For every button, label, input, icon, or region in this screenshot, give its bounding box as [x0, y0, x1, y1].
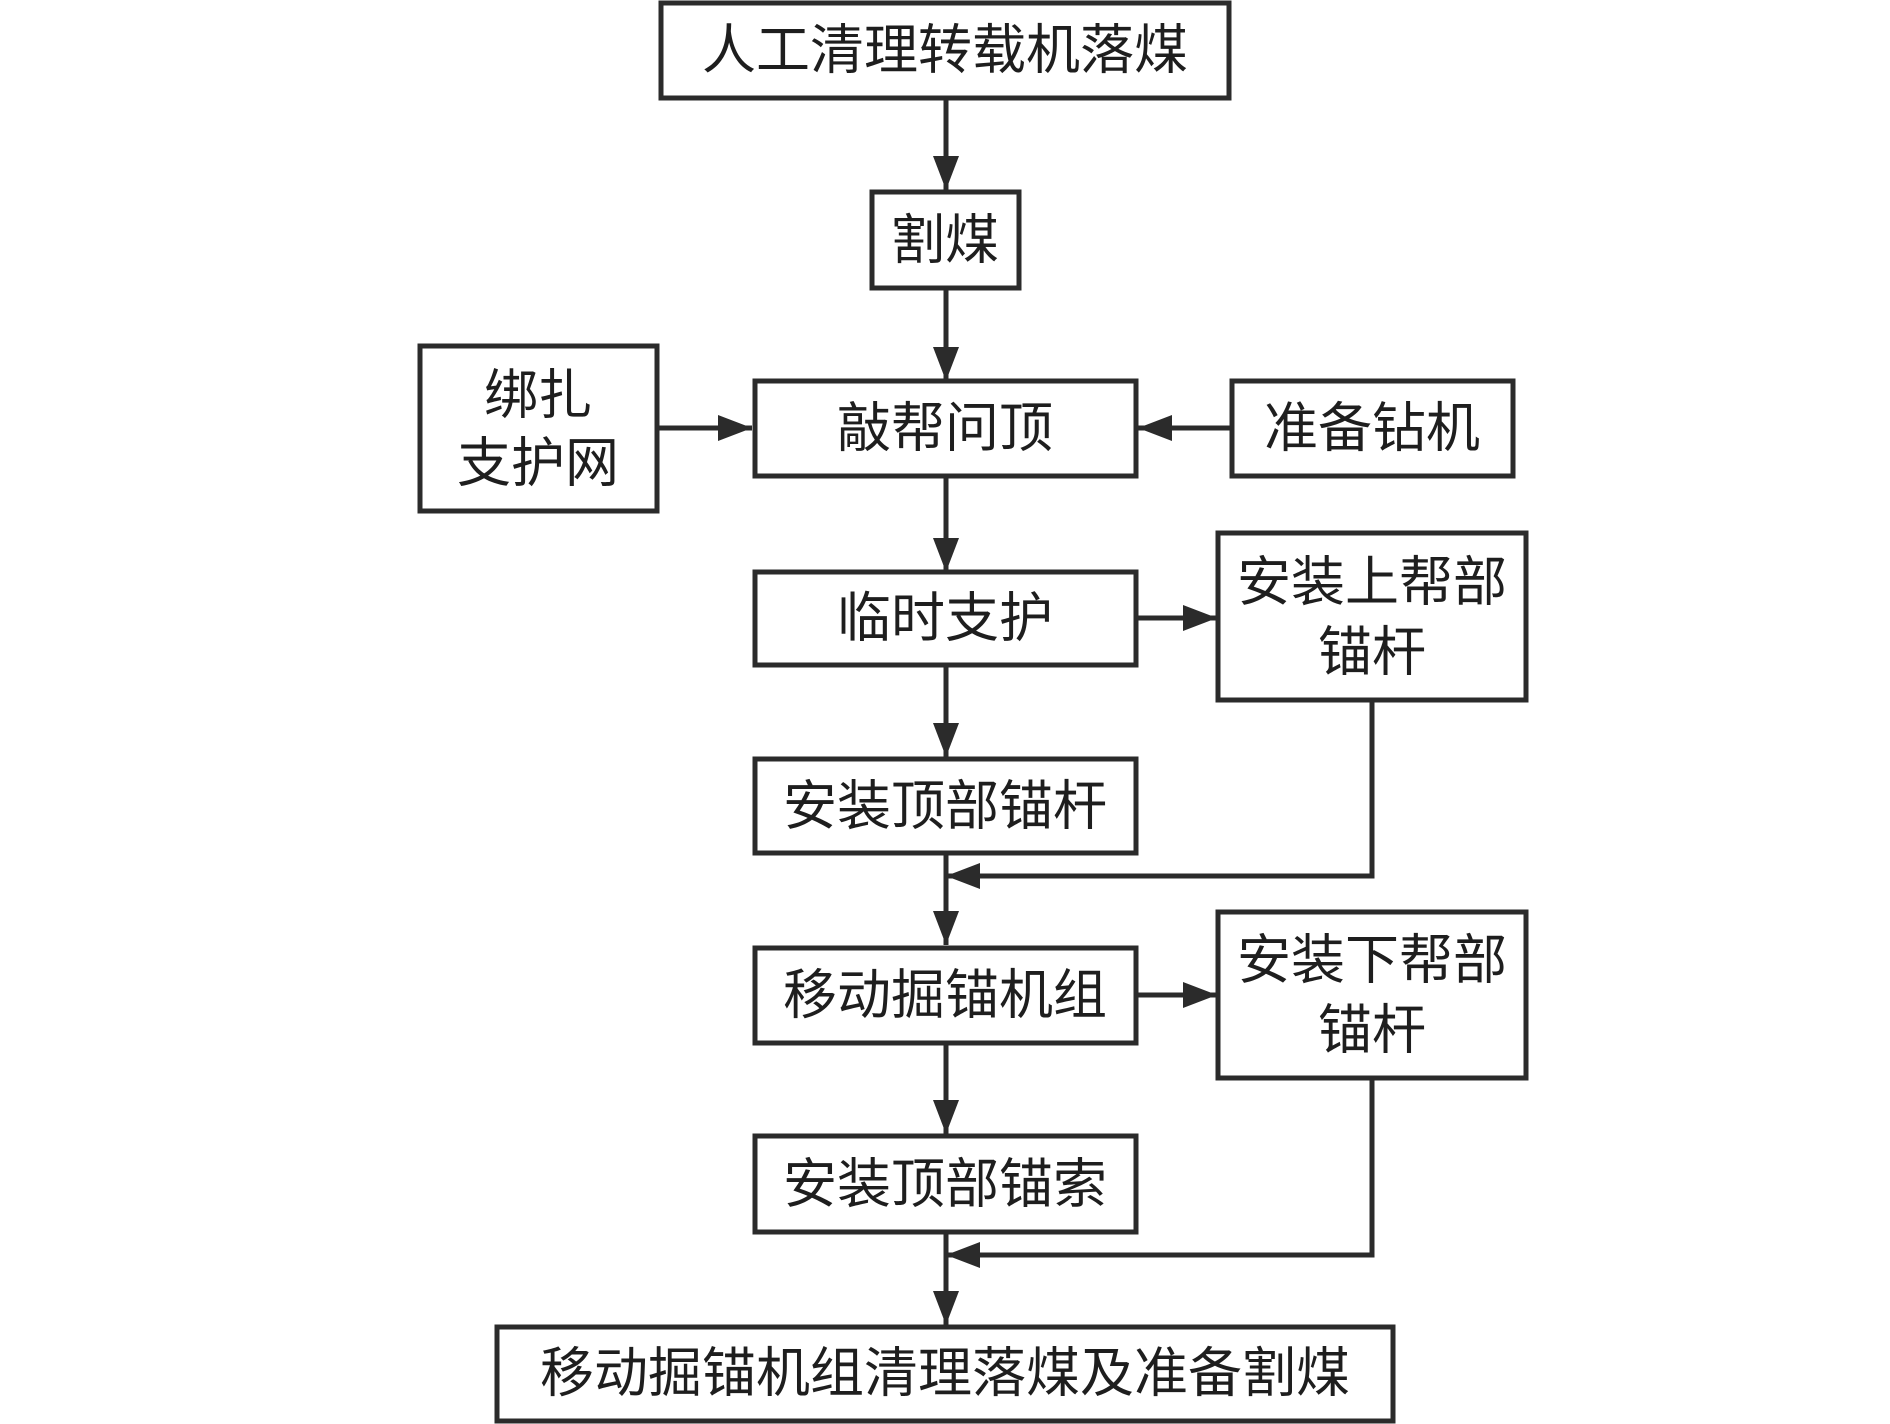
node-final-label: 移动掘锚机组清理落煤及准备割煤 — [540, 1342, 1350, 1405]
node-roof-bolt: 安装顶部锚杆 — [752, 756, 1139, 856]
node-prep-drill: 准备钻机 — [1229, 378, 1516, 479]
node-tie-mesh: 绑扎 支护网 — [417, 343, 660, 514]
node-upper-rib: 安装上帮部 锚杆 — [1215, 530, 1529, 703]
node-knock-roof-label: 敲帮问顶 — [837, 397, 1053, 460]
connectors — [657, 98, 1375, 1325]
node-temp-support-label: 临时支护 — [837, 587, 1053, 650]
line-lower-return — [946, 1078, 1375, 1268]
node-move-unit: 移动掘锚机组 — [752, 945, 1139, 1046]
node-roof-bolt-label: 安装顶部锚杆 — [783, 775, 1107, 838]
node-tie-mesh-label-2: 支护网 — [457, 432, 619, 495]
node-final: 移动掘锚机组清理落煤及准备割煤 — [494, 1324, 1396, 1424]
node-temp-support: 临时支护 — [752, 569, 1139, 668]
node-upper-rib-label-2: 锚杆 — [1318, 621, 1426, 684]
node-cut-coal-label: 割煤 — [891, 209, 999, 272]
node-lower-rib: 安装下帮部 锚杆 — [1215, 909, 1529, 1081]
line-upper-return — [946, 700, 1375, 889]
node-clear-transfer: 人工清理转载机落煤 — [658, 0, 1232, 101]
node-roof-cable: 安装顶部锚索 — [752, 1133, 1139, 1235]
node-upper-rib-label-1: 安装上帮部 — [1237, 551, 1507, 614]
node-lower-rib-label-2: 锚杆 — [1318, 999, 1426, 1062]
node-lower-rib-label-1: 安装下帮部 — [1237, 929, 1507, 992]
node-clear-transfer-label: 人工清理转载机落煤 — [702, 19, 1188, 82]
node-knock-roof: 敲帮问顶 — [752, 378, 1139, 479]
node-roof-cable-label: 安装顶部锚索 — [783, 1153, 1107, 1216]
node-cut-coal: 割煤 — [869, 189, 1022, 291]
node-tie-mesh-label-1: 绑扎 — [484, 364, 592, 427]
node-prep-drill-label: 准备钻机 — [1264, 397, 1480, 460]
node-move-unit-label: 移动掘锚机组 — [783, 964, 1107, 1027]
